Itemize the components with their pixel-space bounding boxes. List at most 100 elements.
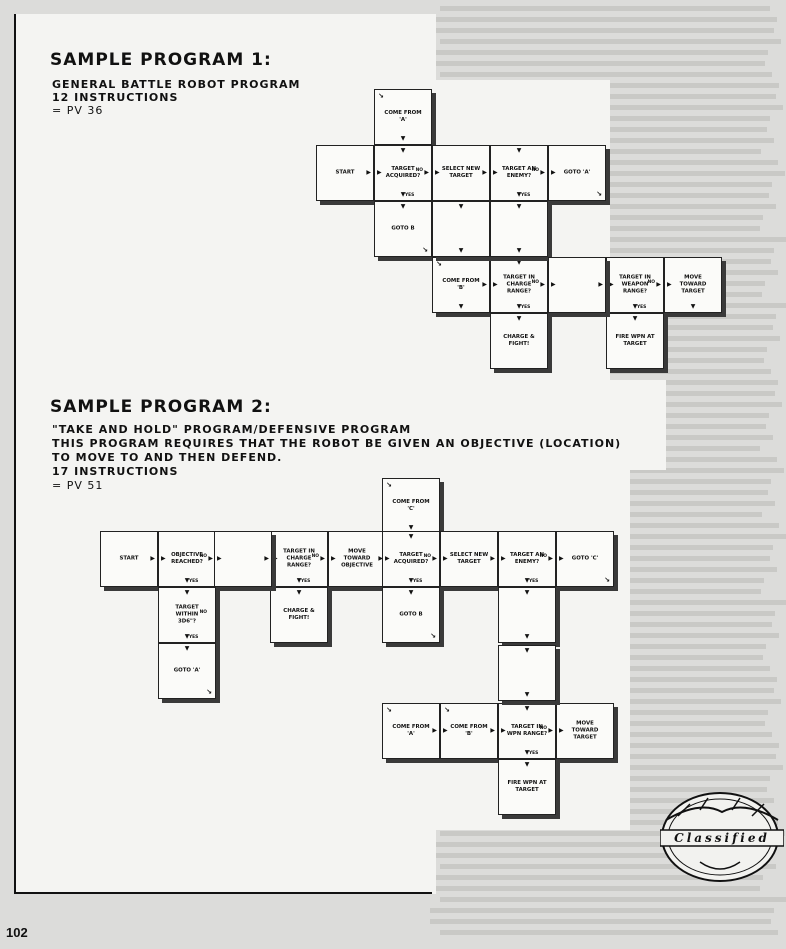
flow-arrow-icon: ▶ <box>490 727 495 734</box>
program2-line3: TO MOVE TO AND THEN DEFEND. <box>52 451 283 464</box>
branch-yes-label: YES <box>529 751 539 756</box>
flow-arrow-icon: ▼ <box>524 633 530 640</box>
instruction-text: SELECT NEW TARGET <box>441 166 481 179</box>
instruction-cell-start: START▶ <box>100 531 158 587</box>
branch-yes-label: YES <box>405 193 415 198</box>
instruction-text: TARGET WITHIN 3D6"? <box>175 604 199 625</box>
background-line <box>430 842 772 847</box>
flow-arrow-icon: ▶ <box>493 169 498 176</box>
flow-arrow-icon: ▶ <box>548 727 553 734</box>
instruction-cell-goto-b: GOTO B▼↘ <box>374 201 432 257</box>
flow-arrow-icon: ▼ <box>408 577 414 584</box>
flow-arrow-icon: ▶ <box>656 281 661 288</box>
flow-arrow-icon: ▶ <box>377 169 382 176</box>
flow-arrow-icon: ▼ <box>524 749 530 756</box>
flow-arrow-icon: ▼ <box>184 577 190 584</box>
frame-bottom-rule <box>14 892 432 894</box>
flow-arrow-icon: ▼ <box>458 203 464 210</box>
flow-arrow-icon: ▼ <box>184 633 190 640</box>
program1-instructions: 12 INSTRUCTIONS <box>52 91 179 104</box>
flow-arrow-icon: ▶ <box>482 169 487 176</box>
instruction-cell-goto-a: GOTO 'A'▶↘ <box>548 145 606 201</box>
frame-left-rule <box>14 14 16 894</box>
background-line <box>430 17 777 22</box>
branch-yes-label: YES <box>521 305 531 310</box>
flow-arrow-icon: ▶ <box>501 727 506 734</box>
flow-arrow-icon: ▶ <box>501 555 506 562</box>
branch-no-label: NO <box>531 168 539 173</box>
instruction-text: FIRE WPN AT TARGET <box>615 334 655 347</box>
instruction-cell-come-c: COME FROM 'C'▼↘ <box>382 478 440 534</box>
instruction-text: START <box>119 555 139 562</box>
branch-yes-label: YES <box>413 579 423 584</box>
flow-arrow-icon: ▶ <box>548 555 553 562</box>
flow-arrow-icon: ↘ <box>444 706 450 714</box>
instruction-cell-goto-c: GOTO 'C'▶↘ <box>556 531 614 587</box>
instruction-text: COME FROM 'B' <box>450 724 488 737</box>
flow-arrow-icon: ▶ <box>385 555 390 562</box>
flow-arrow-icon: ▼ <box>516 247 522 254</box>
instruction-text: TARGET AN ENEMY? <box>502 166 536 179</box>
instruction-text: CHARGE & FIGHT! <box>503 334 535 347</box>
flow-arrow-icon: ▼ <box>690 303 696 310</box>
branch-no-label: NO <box>539 554 547 559</box>
flow-arrow-icon: ▶ <box>161 555 166 562</box>
flow-arrow-icon: ▶ <box>667 281 672 288</box>
connector-cell: ▶▶ <box>548 257 606 313</box>
flow-arrow-icon: ▼ <box>458 303 464 310</box>
instruction-text: CHARGE & FIGHT! <box>283 608 315 621</box>
flow-arrow-icon: ▼ <box>400 191 406 198</box>
background-line <box>430 50 768 55</box>
flow-arrow-icon: ↘ <box>386 481 392 489</box>
background-line <box>430 28 774 33</box>
flow-arrow-icon: ▶ <box>490 555 495 562</box>
flow-arrow-icon: ▶ <box>208 555 213 562</box>
flow-arrow-icon: ↘ <box>386 706 392 714</box>
flow-arrow-icon: ▼ <box>296 577 302 584</box>
branch-no-label: NO <box>539 726 547 731</box>
instruction-text: GOTO 'A' <box>173 667 201 674</box>
program2-pv: = PV 51 <box>52 479 104 492</box>
classified-logo: Classified <box>659 790 785 884</box>
flow-arrow-icon: ▼ <box>516 147 522 154</box>
instruction-cell-come-a: COME FROM 'A'▼↘ <box>374 89 432 145</box>
flow-arrow-icon: ▼ <box>184 645 190 652</box>
instruction-text: GOTO B <box>391 225 415 232</box>
flow-arrow-icon: ▼ <box>524 705 530 712</box>
flow-arrow-icon: ▶ <box>435 169 440 176</box>
flow-arrow-icon: ▶ <box>559 555 564 562</box>
flow-arrow-icon: ▶ <box>551 281 556 288</box>
flow-arrow-icon: ▶ <box>540 281 545 288</box>
flow-arrow-icon: ↘ <box>596 190 602 198</box>
instruction-cell-select-target: SELECT NEW TARGET▶ ▶ <box>432 145 490 201</box>
branch-no-label: NO <box>415 168 423 173</box>
flow-arrow-icon: ▼ <box>400 203 406 210</box>
flow-arrow-icon: ↘ <box>206 688 212 696</box>
instruction-text: FIRE WPN AT TARGET <box>507 780 547 793</box>
instruction-text: GOTO 'A' <box>563 169 591 176</box>
branch-no-label: NO <box>647 280 655 285</box>
flow-arrow-icon: ▶ <box>331 555 336 562</box>
flow-arrow-icon: ▶ <box>424 169 429 176</box>
flow-arrow-icon: ▼ <box>408 589 414 596</box>
flow-arrow-icon: ▶ <box>540 169 545 176</box>
program2-line2: THIS PROGRAM REQUIRES THAT THE ROBOT BE … <box>52 437 622 450</box>
instruction-cell-come-b: COME FROM 'B'▶▶↘ <box>440 703 498 759</box>
instruction-cell-charge-fight: CHARGE & FIGHT! ▼ <box>270 587 328 643</box>
flow-arrow-icon: ▶ <box>432 727 437 734</box>
flow-arrow-icon: ▼ <box>524 589 530 596</box>
connector-cell: ▼▼ <box>498 645 556 701</box>
instruction-text: COME FROM 'C' <box>392 499 430 512</box>
branch-no-label: NO <box>199 554 207 559</box>
background-line <box>440 831 785 836</box>
instruction-cell-goto-b: GOTO B▼↘ <box>382 587 440 643</box>
flow-arrow-icon: ▼ <box>408 533 414 540</box>
background-line <box>440 72 772 77</box>
flow-arrow-icon: ▼ <box>296 589 302 596</box>
flow-arrow-icon: ▶ <box>443 555 448 562</box>
